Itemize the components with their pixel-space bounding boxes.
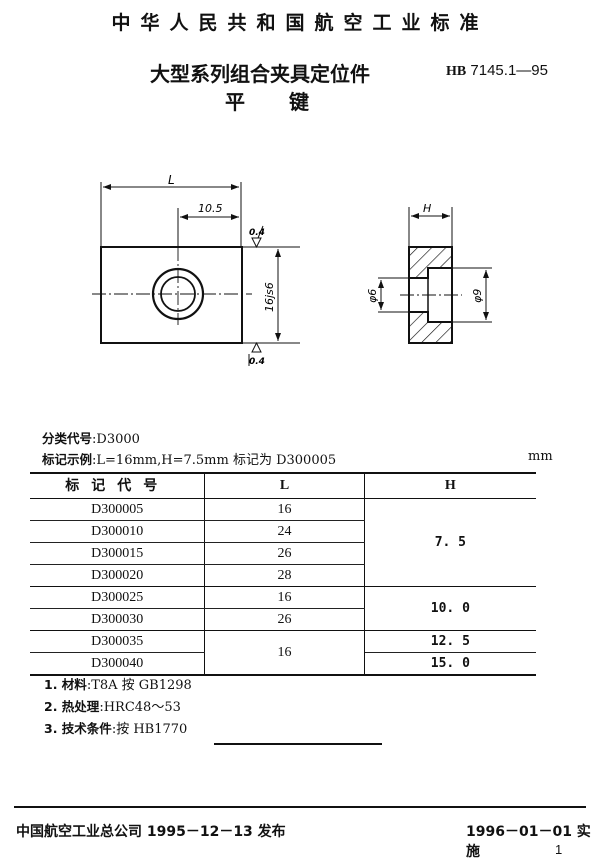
cell-code: D300005 (30, 498, 206, 521)
note-value: 按 HB1770 (116, 722, 188, 737)
table-row: D300030 26 (30, 608, 536, 631)
cell-l: 26 (204, 608, 365, 631)
footer-divider (14, 806, 586, 808)
table-header-row: 标记代号 L H (30, 472, 536, 499)
table-row: D300035 16 12. 5 (30, 630, 536, 676)
cell-l: 28 (204, 564, 365, 587)
cell-code: D300035 (30, 630, 206, 653)
effective-date: 1996－01－01 实施 (466, 824, 591, 860)
subtitle-part-1: 平 (225, 90, 245, 114)
classification-value: D3000 (96, 432, 140, 447)
page-number: 1 (555, 842, 563, 857)
cell-h-group-2: 10. 0 (364, 586, 536, 631)
note-label: 2. 热处理 (44, 699, 100, 714)
document-subtitle: 平键 (225, 86, 309, 115)
table-row: D300020 28 (30, 564, 536, 587)
cell-l: 16 (204, 586, 365, 609)
cell-l: 24 (204, 520, 365, 543)
dim-height-label: H (423, 202, 431, 215)
dim-small-bore-label: φ6 (366, 289, 379, 303)
header-l: L (204, 472, 365, 499)
dim-length-label: L (168, 173, 175, 187)
dim-width-label: 16js6 (263, 282, 276, 312)
cell-code: D300025 (30, 586, 206, 609)
cell-code: D300030 (30, 608, 206, 631)
issuer-line: 中国航空工业总公司 1995－12－13 发布 (16, 824, 286, 840)
dim-hole-offset-label: 10.5 (198, 202, 223, 215)
note-item: 2. 热处理:HRC48～53 (44, 699, 181, 715)
marking-example-line: 标记示例:L=16mm,H=7.5mm 标记为 D300005 (42, 452, 337, 468)
standard-number: 7145.1—95 (470, 62, 548, 79)
note-value: HRC48～53 (103, 700, 181, 715)
side-section-view: H φ6 φ9 (366, 202, 492, 344)
notes-list: 1. 材料:T8A 按 GB1298 2. 热处理:HRC48～53 3. 技术… (44, 674, 192, 740)
table-row: D300025 16 10. 0 (30, 586, 536, 631)
table-row: D300005 16 7. 5 (30, 498, 536, 587)
note-value: T8A 按 GB1298 (91, 678, 192, 693)
roughness-bottom-label: 0.4 (249, 357, 265, 367)
note-item: 1. 材料:T8A 按 GB1298 (44, 677, 192, 693)
standard-prefix: HB (446, 64, 467, 79)
table-row: D300015 26 (30, 542, 536, 565)
classification-label: 分类代号 (42, 431, 93, 446)
note-label: 3. 技术条件 (44, 721, 112, 736)
cell-code: D300020 (30, 564, 206, 587)
table-row: D300010 24 (30, 520, 536, 543)
header-code: 标记代号 (30, 472, 206, 499)
cell-l-merged: 16 (204, 630, 365, 676)
note-item: 3. 技术条件:按 HB1770 (44, 721, 188, 737)
marking-value: L=16mm,H=7.5mm 标记为 D300005 (96, 453, 337, 468)
header-h: H (364, 472, 536, 499)
cell-code: D300010 (30, 520, 206, 543)
subtitle-part-2: 键 (289, 90, 309, 114)
end-rule-divider (214, 743, 382, 745)
marking-label: 标记示例 (42, 452, 93, 467)
cell-h: 12. 5 (364, 630, 536, 653)
organization-title: 中华人民共和国航空工业标准 (111, 12, 489, 34)
cell-l: 16 (204, 498, 365, 521)
unit-label: mm (528, 449, 553, 464)
cell-code: D300040 (30, 652, 206, 676)
table-row: D300040 15. 0 (30, 652, 536, 676)
technical-drawing: L 10.5 16js6 0.4 0.4 H (92, 173, 492, 367)
cell-l: 26 (204, 542, 365, 565)
front-view: L 10.5 16js6 0.4 0.4 (92, 173, 300, 367)
cell-code: D300015 (30, 542, 206, 565)
note-label: 1. 材料 (44, 677, 87, 692)
cell-h-group-1: 7. 5 (364, 498, 536, 587)
standard-code: HB 7145.1—95 (446, 62, 548, 80)
roughness-top-label: 0.4 (249, 228, 265, 238)
spec-table: 标记代号 L H D300005 16 7. 5 D300010 24 D300… (30, 472, 536, 676)
document-title: 大型系列组合夹具定位件 (150, 62, 370, 86)
classification-line: 分类代号:D3000 (42, 431, 140, 447)
cell-h: 15. 0 (364, 652, 536, 676)
dim-counterbore-label: φ9 (471, 289, 484, 303)
